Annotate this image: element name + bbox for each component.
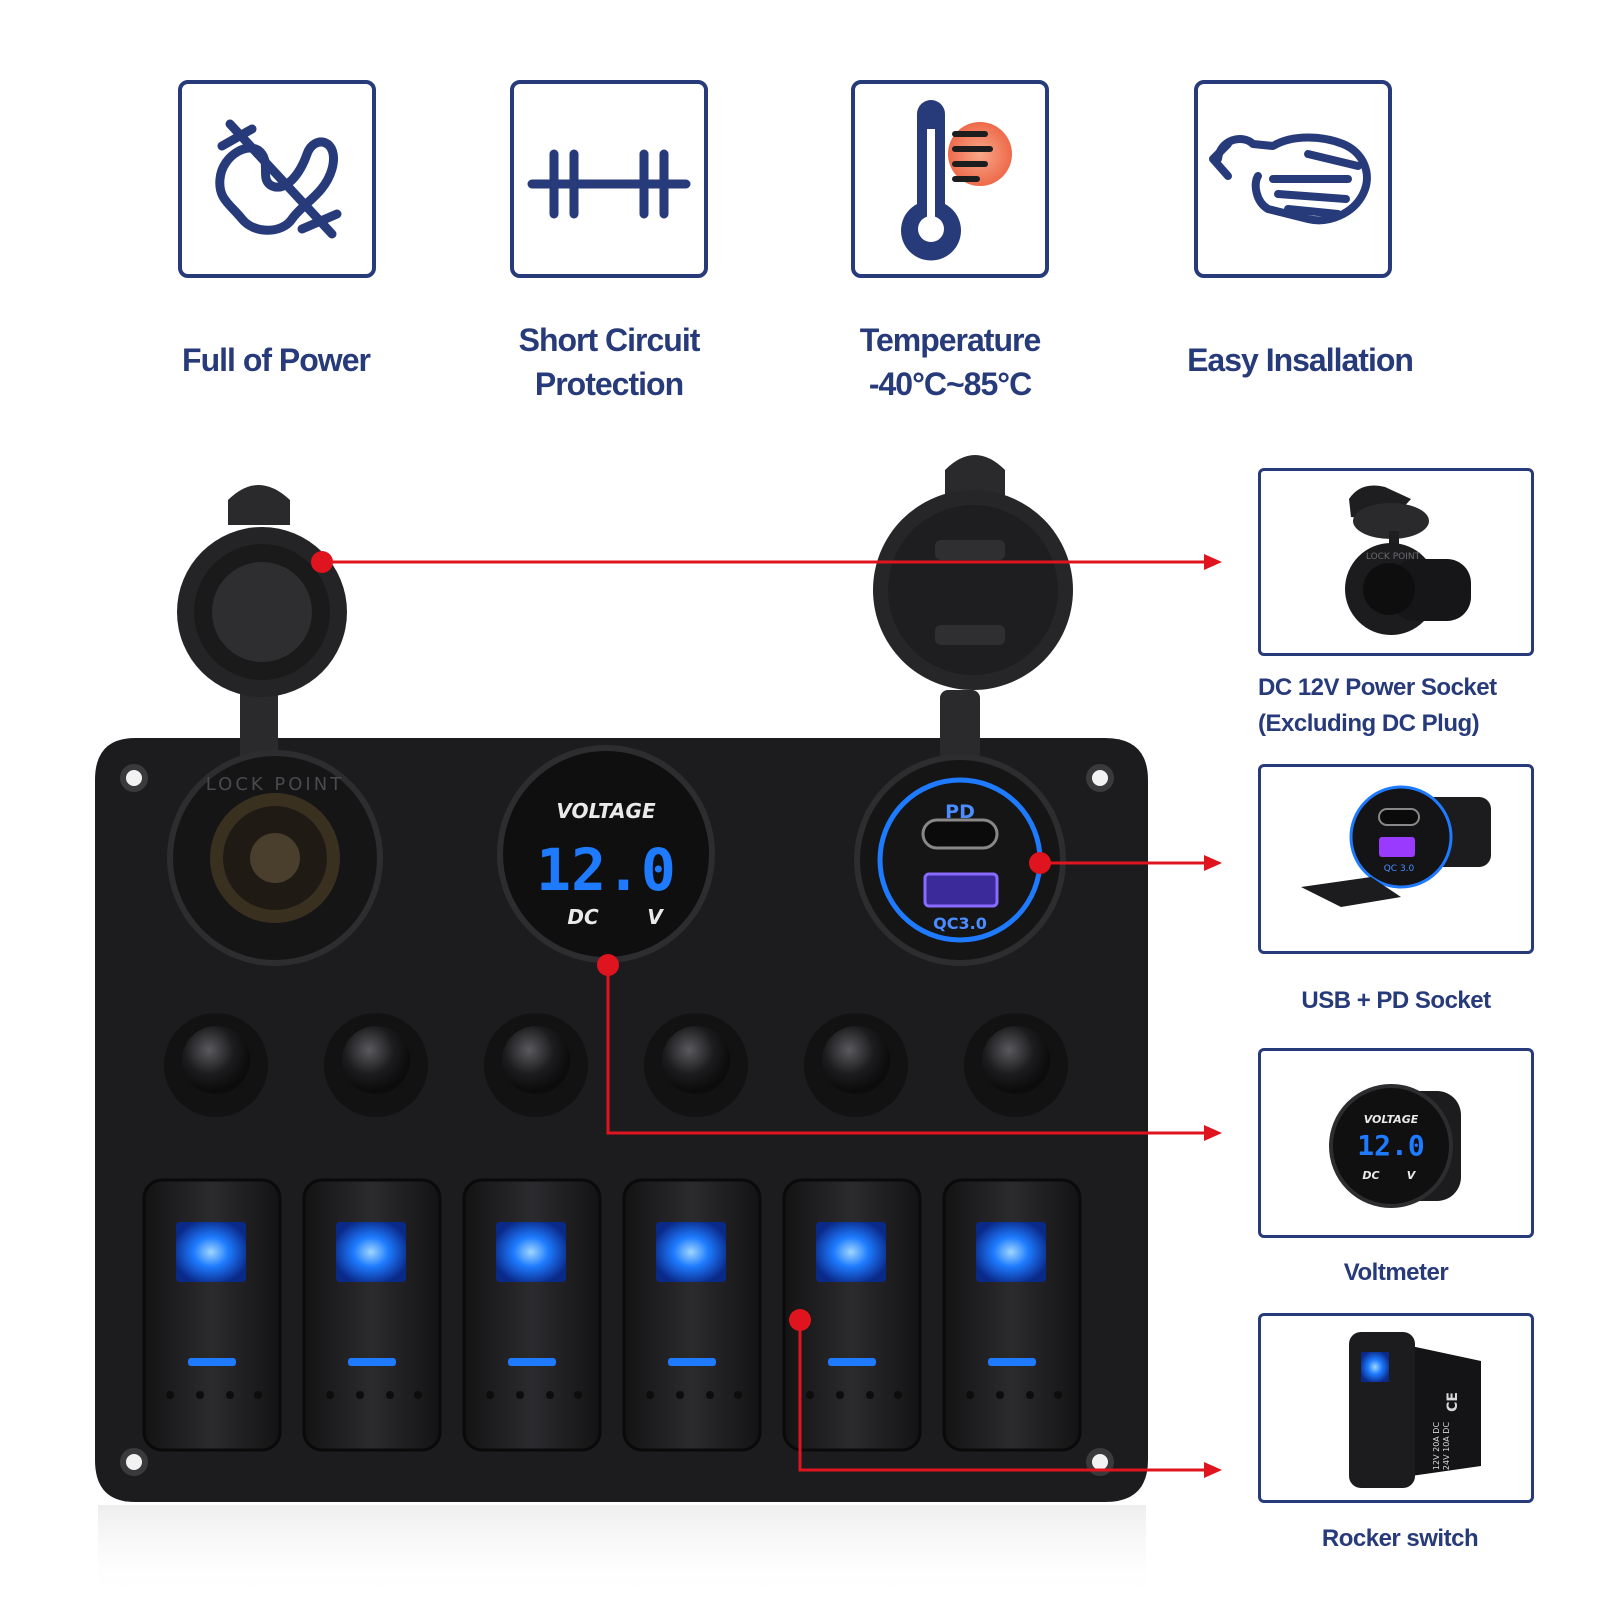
no-power-loss-icon [215, 119, 342, 239]
hand-wrench-icon [1209, 133, 1371, 225]
callout-voltmeter-label: Voltmeter [1343, 1259, 1449, 1286]
rocker-switches [142, 1178, 1082, 1452]
rocker-switch-thumbnail: CE 12V 20A DC 24V 10A DC [1349, 1332, 1481, 1488]
usb-socket-thumbnail: QC 3.0 [1301, 785, 1491, 907]
feature-temperature-label: Temperature -40°C~85°C [859, 322, 1041, 402]
callout-voltmeter-thumb: VOLTAGE 12.0 DC V [1258, 1048, 1534, 1238]
thumb-volt-dc: DC [1362, 1169, 1379, 1182]
pointer-dot [1029, 852, 1051, 874]
callout-socket-thumb: LOCK POINT [1258, 468, 1534, 656]
rocker-switch [942, 1178, 1082, 1452]
feature-short-circuit-label: Short Circuit Protection [518, 322, 701, 402]
usb-socket-cap [873, 455, 1073, 780]
rocker-switch [462, 1178, 602, 1452]
thumb-volt-title: VOLTAGE [1364, 1113, 1419, 1126]
pointer-voltmeter-line [606, 970, 1212, 1135]
feature-easy-install-label: Easy Insallation [1187, 342, 1414, 378]
callout-usb-thumb: QC 3.0 [1258, 764, 1534, 954]
feature-temperature-box [851, 80, 1049, 278]
mount-holes [120, 764, 1114, 1476]
thumb-volt-v: V [1407, 1169, 1417, 1182]
pointer-dot [311, 551, 333, 573]
thumb-rocker-rating: 12V 20A DC [1432, 1422, 1441, 1471]
socket-cap-left [177, 485, 347, 770]
fuse-caps [164, 1013, 1068, 1117]
rocker-switch [302, 1178, 442, 1452]
thermometer-icon [901, 100, 1012, 261]
panel-reflection [98, 1505, 1146, 1600]
rocker-switch [622, 1178, 762, 1452]
feature-full-power-box [178, 80, 376, 278]
callout-rocker-label: Rocker switch [1321, 1525, 1479, 1552]
rocker-switch [782, 1178, 922, 1452]
usb-pd-socket: PD QC3.0 [854, 754, 1066, 966]
voltmeter: VOLTAGE 12.0 DC V [497, 745, 715, 963]
callout-rocker-thumb: CE 12V 20A DC 24V 10A DC [1258, 1313, 1534, 1503]
pointer-arrowhead [1204, 554, 1222, 570]
pointer-rocker-line [798, 1320, 1212, 1472]
dc-power-socket [167, 750, 383, 966]
fuse-icon [527, 149, 691, 219]
voltmeter-thumbnail: VOLTAGE 12.0 DC V [1329, 1084, 1461, 1208]
mount-hole [120, 1448, 148, 1476]
feature-short-circuit-box [510, 80, 708, 278]
callout-pointers [322, 560, 1212, 1472]
socket-lock-point-text: LOCK POINT [206, 774, 344, 795]
dc-socket-thumbnail: LOCK POINT [1345, 485, 1471, 635]
mount-hole [1086, 1448, 1114, 1476]
pointer-arrowhead [1204, 855, 1222, 871]
thumb-usb-qc: QC 3.0 [1384, 864, 1415, 874]
voltmeter-unit-dc: DC [567, 905, 599, 929]
thumb-rocker-rating-2: 24V 10A DC [1442, 1422, 1451, 1471]
callout-socket-label: DC 12V Power Socket (Excluding DC Plug) [1258, 674, 1497, 737]
callout-pointer-heads [311, 551, 1222, 1478]
feature-full-power-label: Full of Power [182, 342, 371, 378]
pointer-dot [789, 1309, 811, 1331]
voltmeter-reading: 12.0 [536, 836, 676, 904]
rocker-switch [142, 1178, 282, 1452]
usb-qc-label: QC3.0 [933, 914, 987, 933]
usb-pd-label: PD [945, 801, 975, 823]
pointer-arrowhead [1204, 1462, 1222, 1478]
pointer-arrowhead [1204, 1125, 1222, 1141]
feature-easy-install-box [1194, 80, 1392, 278]
thumb-socket-text: LOCK POINT [1366, 552, 1421, 562]
thumb-rocker-ce: CE [1445, 1392, 1461, 1412]
mount-hole [1086, 764, 1114, 792]
voltmeter-unit-v: V [647, 905, 664, 929]
voltmeter-title: VOLTAGE [556, 799, 656, 823]
pointer-dot [597, 954, 619, 976]
callout-usb-label: USB + PD Socket [1301, 987, 1491, 1014]
mount-hole [120, 764, 148, 792]
thumb-volt-reading: 12.0 [1357, 1129, 1424, 1162]
